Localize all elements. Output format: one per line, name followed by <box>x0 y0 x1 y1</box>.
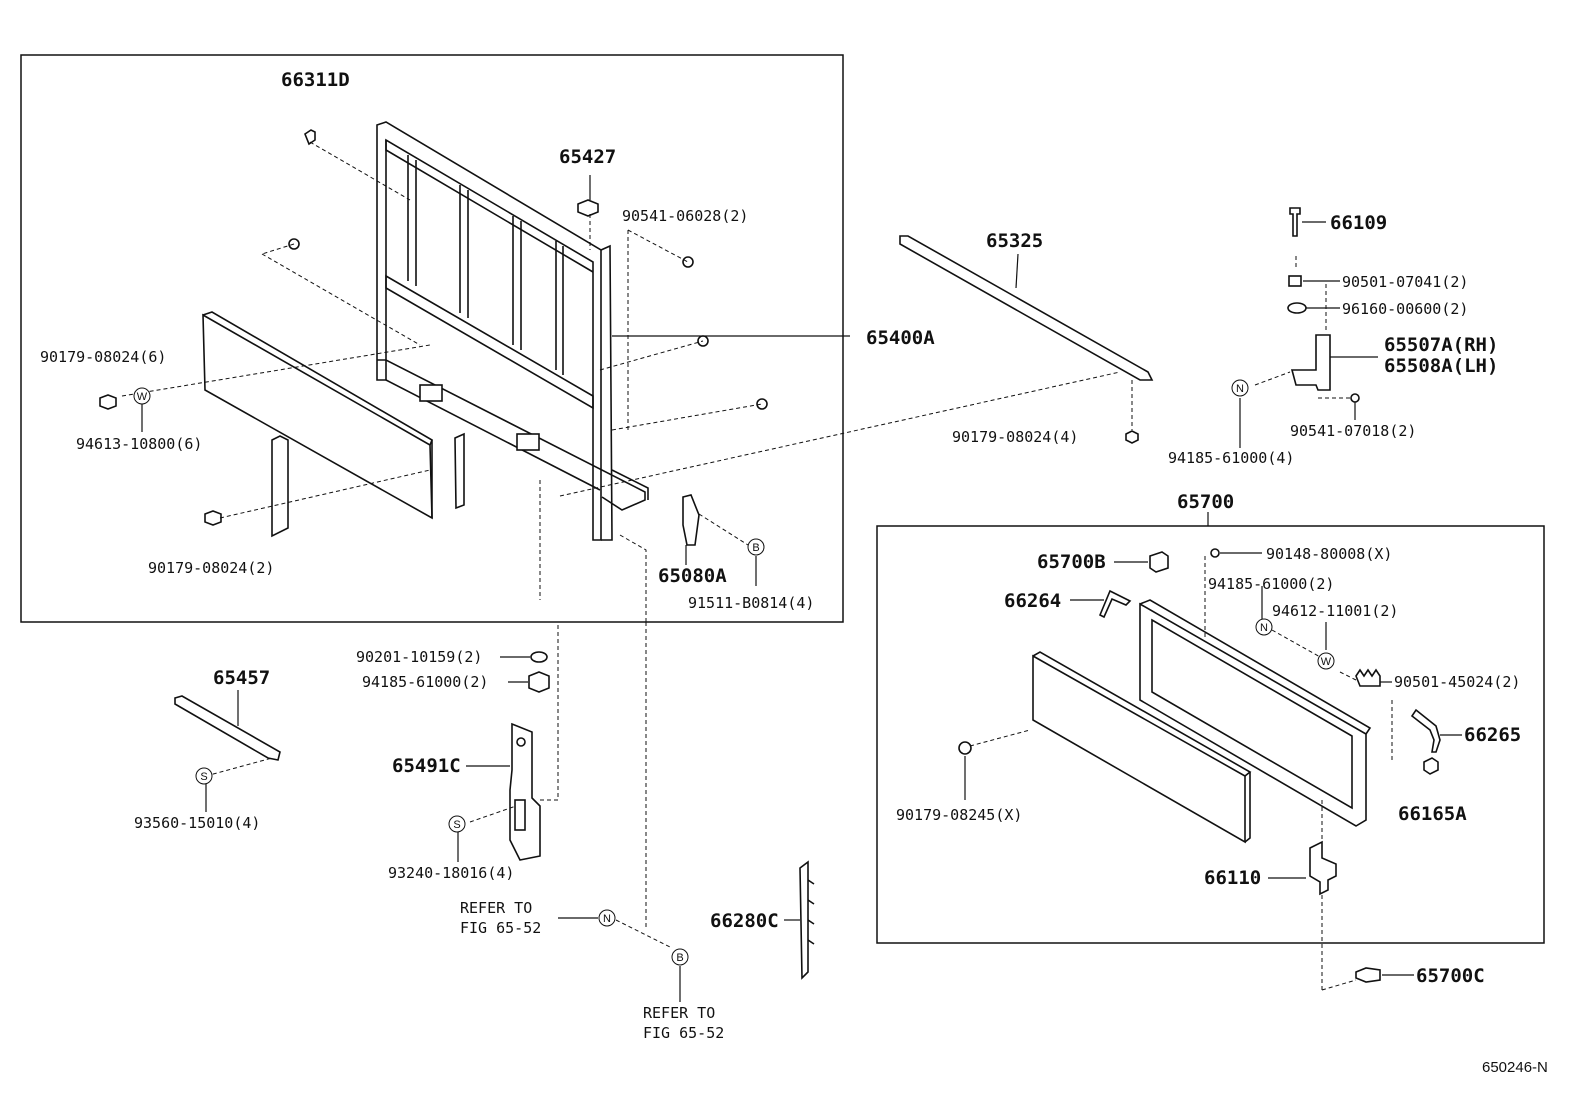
refer-2-line2: FIG 65-52 <box>643 1024 724 1042</box>
bolt-66109 <box>1289 207 1301 237</box>
tailgate-panel <box>1032 654 1246 844</box>
symbol-S-1: S <box>195 767 213 785</box>
label-90179-08024-2: 90179-08024(2) <box>148 559 274 577</box>
bracket-65491C <box>509 722 541 861</box>
label-94612-11001: 94612-11001(2) <box>1272 602 1398 620</box>
label-94185-61000-2a: 94185-61000(2) <box>362 673 488 691</box>
refer-1-line1: REFER TO <box>460 899 532 917</box>
bushing-90501-07041 <box>1288 275 1302 287</box>
symbol-N-3: N <box>598 909 616 927</box>
tailgate-group-box <box>876 525 1545 944</box>
bolt-90179-08245 <box>958 741 972 755</box>
label-65080A: 65080A <box>658 565 727 587</box>
bracket-65700B <box>1149 551 1169 573</box>
label-90541-06028: 90541-06028(2) <box>622 207 748 225</box>
svg-text:W: W <box>1321 656 1332 668</box>
handle-66264 <box>1098 589 1132 619</box>
screw-90148 <box>1210 548 1220 558</box>
tailgate-frame <box>1139 602 1367 827</box>
label-65427: 65427 <box>559 146 616 168</box>
hinge-65507A <box>1290 334 1331 391</box>
nut-90179-4 <box>1125 430 1139 444</box>
corner-post-left <box>271 435 289 538</box>
label-66265: 66265 <box>1464 724 1521 746</box>
symbol-W-2: W <box>1317 652 1335 670</box>
strip-65457 <box>174 695 281 761</box>
label-66165A: 66165A <box>1398 803 1467 825</box>
label-66311D: 66311D <box>281 69 350 91</box>
label-65508A: 65508A(LH) <box>1384 355 1498 377</box>
label-94185-61000-4: 94185-61000(4) <box>1168 449 1294 467</box>
label-65400A: 65400A <box>866 327 935 349</box>
spring-90501-45024 <box>1355 668 1381 687</box>
symbol-B-2: B <box>671 948 689 966</box>
latch-65080A <box>682 494 700 546</box>
bolt-90541-07018 <box>1350 393 1360 403</box>
svg-text:W: W <box>137 391 148 403</box>
label-94185-61000-2b: 94185-61000(2) <box>1208 575 1334 593</box>
rod-66265 <box>1410 708 1441 753</box>
label-90501-07041: 90501-07041(2) <box>1342 273 1468 291</box>
label-66109: 66109 <box>1330 212 1387 234</box>
svg-text:N: N <box>1260 622 1268 634</box>
label-96160-00600: 96160-00600(2) <box>1342 300 1468 318</box>
svg-text:B: B <box>752 542 759 554</box>
label-91511-B0814: 91511-B0814(4) <box>688 594 814 612</box>
nut-90179-6 <box>99 394 117 410</box>
diagram-id: 650246-N <box>1482 1059 1548 1076</box>
label-90148-80008: 90148-80008(X) <box>1266 545 1392 563</box>
symbol-S-2: S <box>448 815 466 833</box>
label-65700: 65700 <box>1177 491 1234 513</box>
symbol-N-2: N <box>1255 618 1273 636</box>
label-90541-07018: 90541-07018(2) <box>1290 422 1416 440</box>
label-93560-15010: 93560-15010(4) <box>134 814 260 832</box>
clip-66311D <box>304 129 316 146</box>
label-65325: 65325 <box>986 230 1043 252</box>
label-66110: 66110 <box>1204 867 1261 889</box>
bracket-66280C <box>799 860 809 980</box>
svg-text:B: B <box>676 952 683 964</box>
label-65700C: 65700C <box>1416 965 1485 987</box>
bolt-right-2 <box>756 398 768 410</box>
rail-65325 <box>899 235 1154 381</box>
label-90201-10159: 90201-10159(2) <box>356 648 482 666</box>
svg-text:S: S <box>453 819 460 831</box>
headboard-frame <box>376 121 649 541</box>
symbol-W-1: W <box>133 387 151 405</box>
spacer-94185 <box>528 671 550 693</box>
nut-90179-2 <box>204 510 222 526</box>
symbol-B-1: B <box>747 538 765 556</box>
label-90179-08245: 90179-08245(X) <box>896 806 1022 824</box>
label-66280C: 66280C <box>710 910 779 932</box>
cap-66165A <box>1423 757 1439 775</box>
label-65507A: 65507A(RH) <box>1384 334 1498 356</box>
headboard-group-box <box>20 54 844 623</box>
svg-text:N: N <box>1236 383 1244 395</box>
hinge-66110 <box>1309 840 1337 896</box>
label-93240-18016: 93240-18016(4) <box>388 864 514 882</box>
label-90501-45024: 90501-45024(2) <box>1394 673 1520 691</box>
washer-96160 <box>1287 302 1307 314</box>
bolt-90541-06028 <box>682 256 694 268</box>
svg-text:N: N <box>603 913 611 925</box>
cap-65427 <box>577 199 599 217</box>
side-plank <box>202 311 433 520</box>
label-65457: 65457 <box>213 667 270 689</box>
svg-text:S: S <box>200 771 207 783</box>
refer-1-line2: FIG 65-52 <box>460 919 541 937</box>
label-90179-08024-4: 90179-08024(4) <box>952 428 1078 446</box>
label-66264: 66264 <box>1004 590 1061 612</box>
label-65700B: 65700B <box>1037 551 1106 573</box>
symbol-N-1: N <box>1231 379 1249 397</box>
washer-90201 <box>530 651 548 663</box>
pin-65700C <box>1355 967 1381 983</box>
corner-post-mid <box>454 432 465 510</box>
label-90179-08024-6: 90179-08024(6) <box>40 348 166 366</box>
label-94613-10800: 94613-10800(6) <box>76 435 202 453</box>
refer-2-line1: REFER TO <box>643 1004 715 1022</box>
label-65491C: 65491C <box>392 755 461 777</box>
